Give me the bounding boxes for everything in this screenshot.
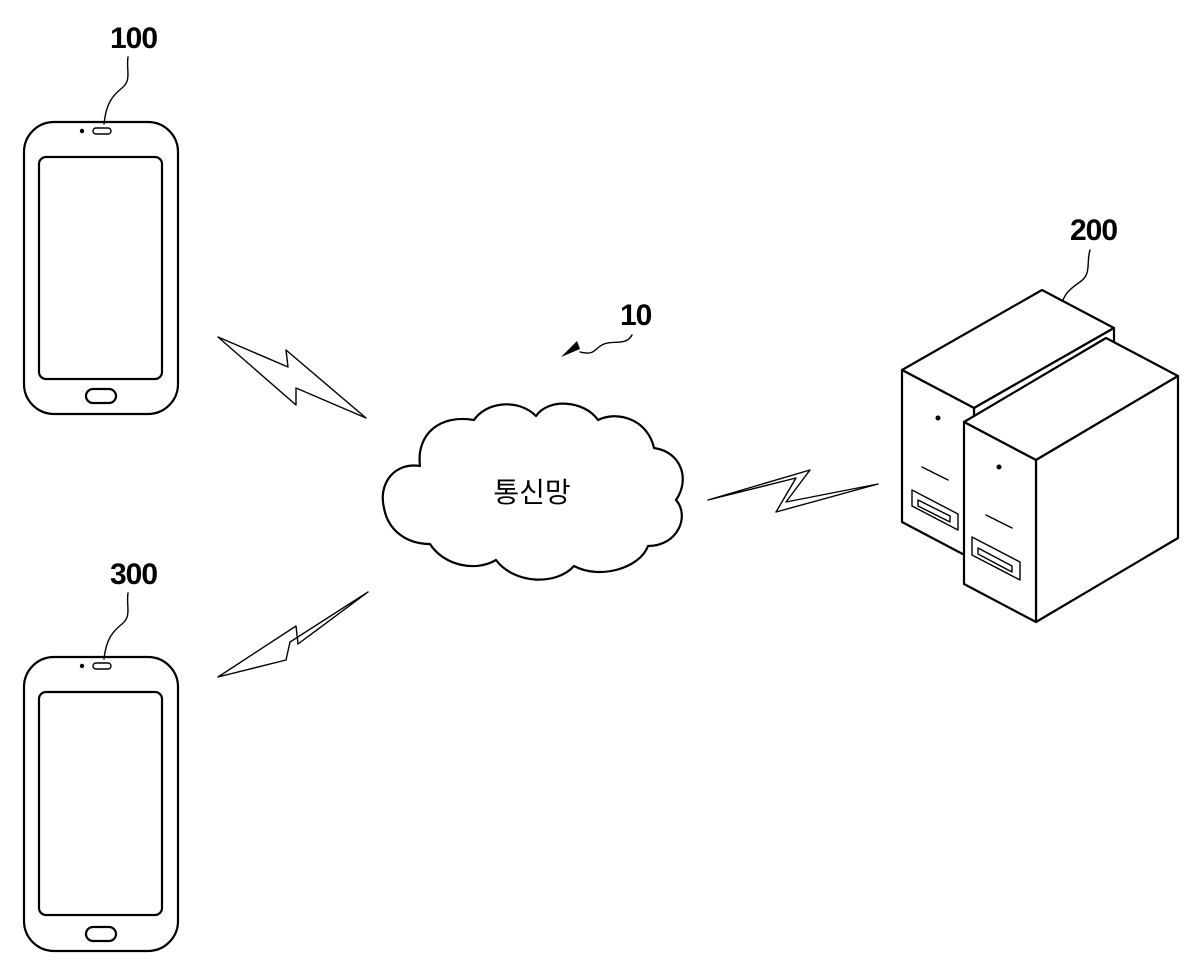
phone-body	[24, 122, 178, 414]
leader-line-100	[104, 57, 128, 124]
wireless-link-300	[218, 592, 368, 677]
wireless-link-100	[218, 337, 366, 418]
leader-arrow-icon	[561, 341, 580, 357]
leader-line-300	[104, 593, 128, 659]
communication-network: 10 통신망	[383, 299, 683, 580]
home-button	[86, 389, 116, 403]
label-100: 100	[110, 22, 157, 55]
power-led-icon	[936, 416, 941, 421]
home-button	[86, 927, 116, 941]
camera-icon	[80, 129, 84, 133]
network-label: 통신망	[493, 476, 570, 509]
camera-icon	[80, 664, 84, 668]
label-300: 300	[110, 558, 157, 591]
mobile-device-100: 100	[24, 22, 178, 414]
phone-screen	[39, 157, 162, 379]
power-led-icon	[997, 465, 1002, 470]
speaker-icon	[93, 128, 111, 134]
wireless-link-200	[708, 470, 878, 512]
server-200: 200	[902, 214, 1178, 622]
phone-screen	[39, 692, 162, 915]
label-10: 10	[620, 299, 652, 332]
phone-body	[24, 657, 178, 951]
leader-line-10	[580, 335, 632, 353]
mobile-device-300: 300	[24, 558, 178, 951]
label-200: 200	[1070, 214, 1117, 247]
speaker-icon	[93, 663, 111, 669]
